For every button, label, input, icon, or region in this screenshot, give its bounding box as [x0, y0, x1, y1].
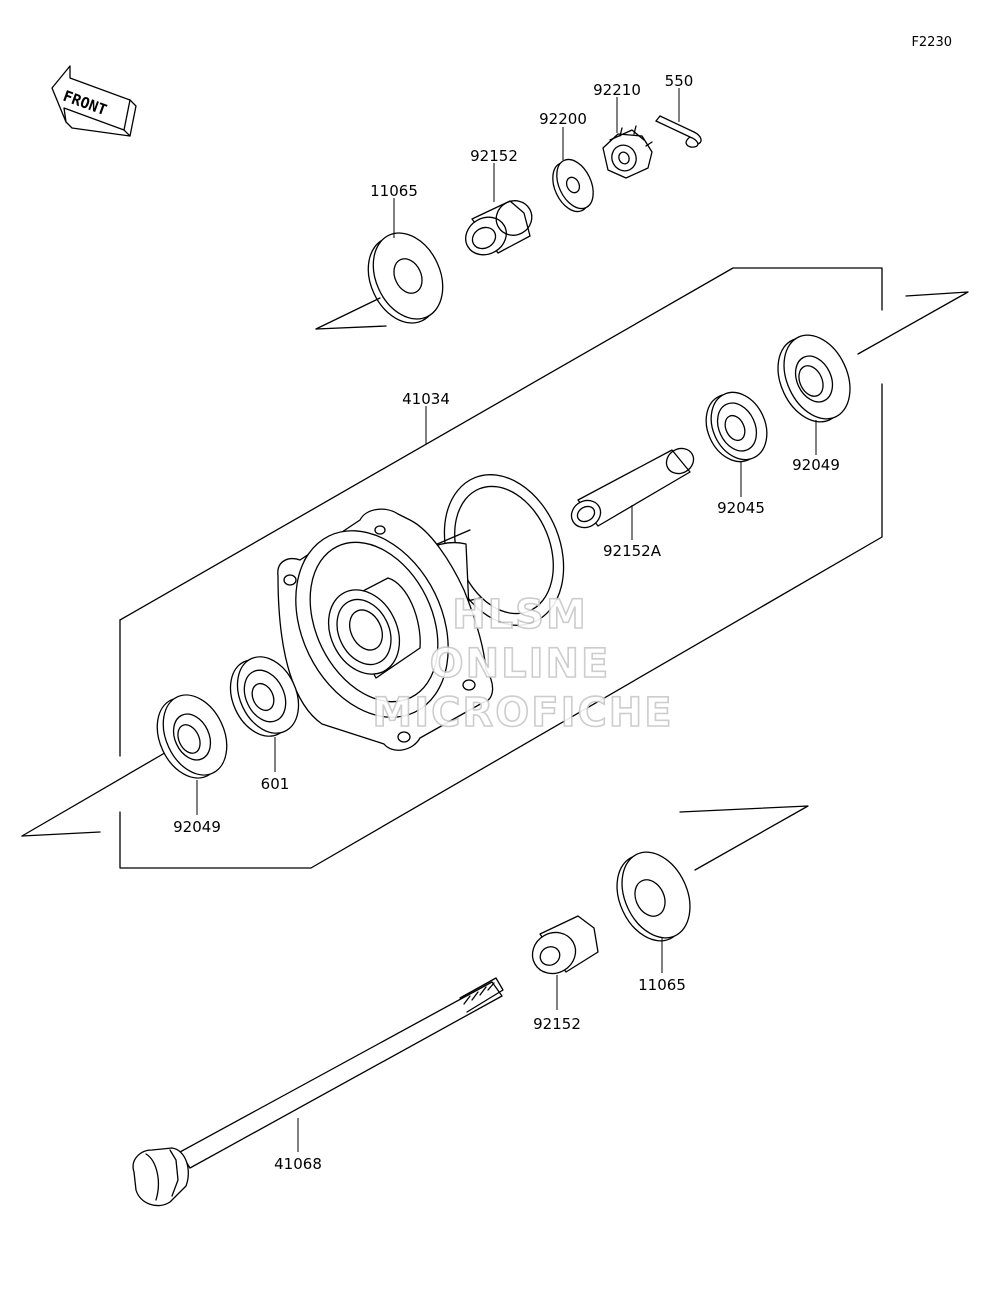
cotter-pin-550 — [655, 115, 702, 148]
collar-11065-bottom — [616, 851, 691, 942]
bearing-92045 — [705, 391, 768, 463]
watermark-line-2: ONLINE — [430, 641, 611, 687]
oil-seal-92049-left — [156, 694, 228, 779]
castle-nut-92210 — [602, 125, 653, 179]
label-92152-top: 92152 — [470, 147, 518, 165]
axle-41068 — [132, 977, 504, 1207]
label-41068: 41068 — [274, 1155, 322, 1173]
label-11065-bottom: 11065 — [638, 976, 686, 994]
label-41034: 41034 — [402, 390, 450, 408]
spacer-92152-bottom — [531, 915, 599, 975]
label-92200: 92200 — [539, 110, 587, 128]
lower-axis-line — [679, 805, 809, 871]
bearing-601 — [229, 656, 300, 737]
label-92152-bottom: 92152 — [533, 1015, 581, 1033]
watermark: HLSM ONLINE MICROFICHE — [372, 591, 673, 737]
label-92049-left: 92049 — [173, 818, 221, 836]
hub-41034 — [277, 474, 565, 751]
front-direction-arrow-icon: FRONT — [51, 65, 137, 137]
label-92152A: 92152A — [603, 542, 662, 560]
label-92045: 92045 — [717, 499, 765, 517]
watermark-line-1: HLSM — [452, 592, 588, 638]
label-11065-top: 11065 — [370, 182, 418, 200]
watermark-line-3: MICROFICHE — [372, 690, 673, 736]
diagram-code: F2230 — [911, 35, 952, 50]
label-92210: 92210 — [593, 81, 641, 99]
washer-92200 — [552, 158, 594, 213]
label-601: 601 — [261, 775, 290, 793]
spacer-tube-92152A — [570, 447, 695, 529]
label-92049-right: 92049 — [792, 456, 840, 474]
label-550: 550 — [665, 72, 694, 90]
collar-11065-top — [315, 232, 444, 330]
oil-seal-92049-right — [777, 334, 851, 423]
spacer-92152-top — [465, 200, 533, 256]
